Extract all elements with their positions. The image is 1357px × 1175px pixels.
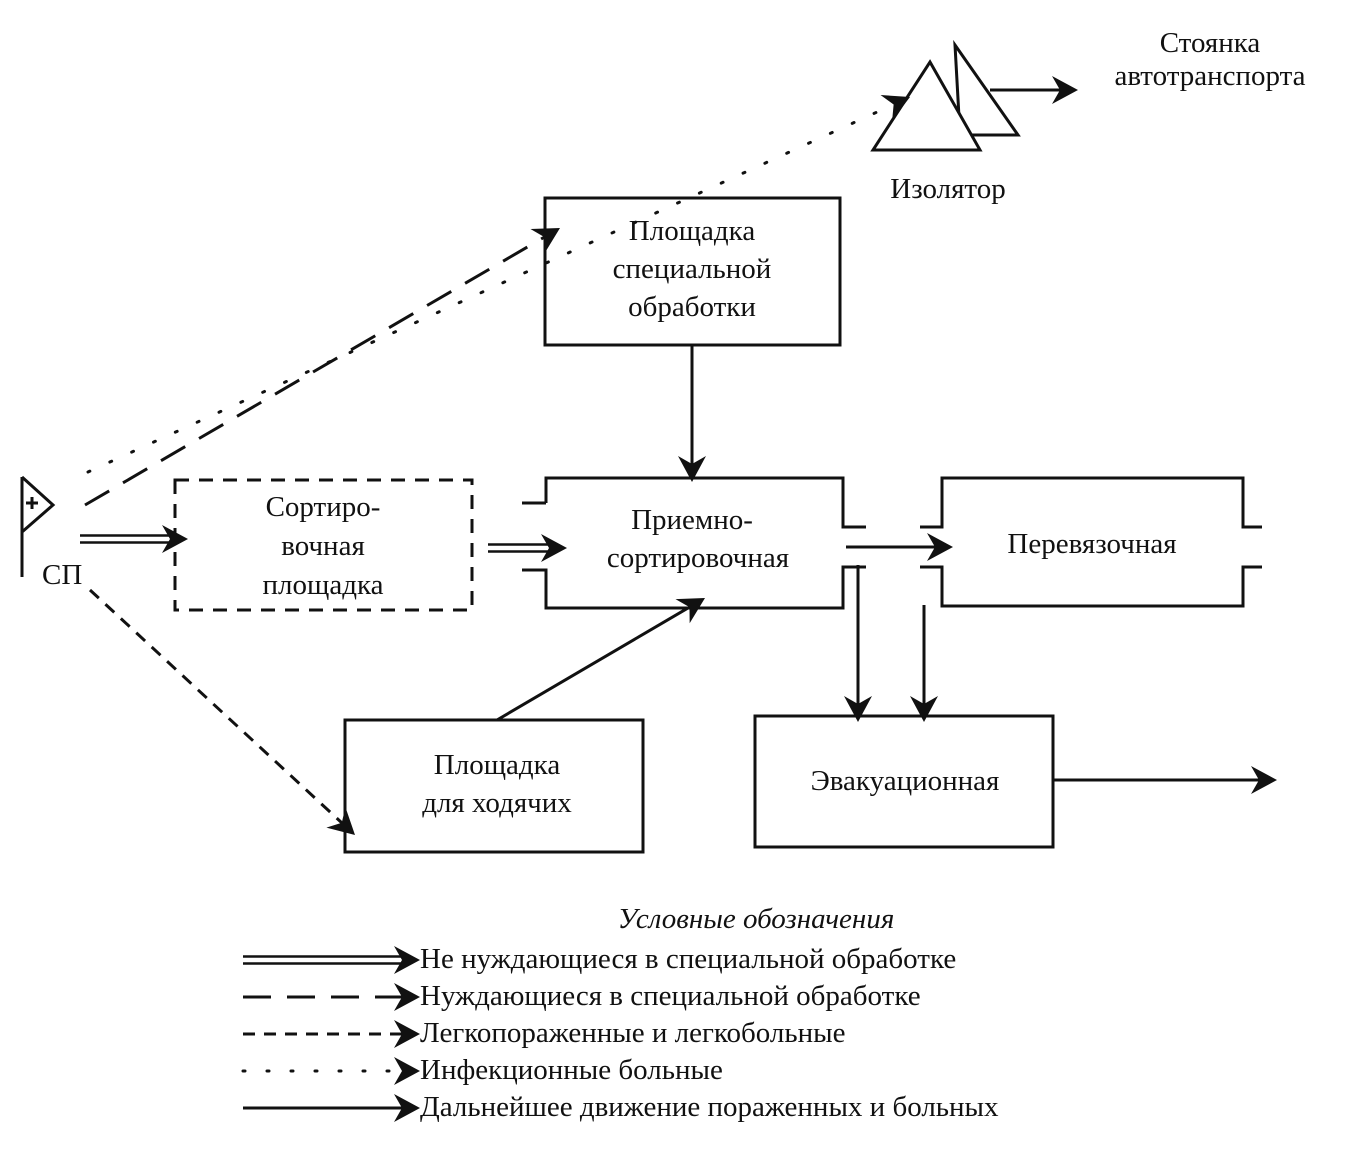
arrowhead-icon	[678, 456, 706, 482]
flow-arrows	[80, 76, 1277, 835]
arrow-walking-to-reception	[496, 598, 705, 722]
arrowhead-icon	[394, 946, 420, 974]
arrowhead-icon	[394, 1020, 420, 1048]
arrow-isolator-to-parking	[990, 76, 1078, 104]
arrowhead-icon	[927, 533, 953, 561]
legend-title: Условные обозначения	[618, 903, 895, 935]
legend: Условные обозначения Не нуждающиеся в сп…	[241, 903, 999, 1123]
sorting-area-line1: Сортиро-	[266, 491, 381, 523]
arrowhead-icon	[1052, 76, 1078, 104]
arrow-reception-to-dressing	[846, 533, 953, 561]
legend-item-label: Инфекционные больные	[420, 1054, 723, 1086]
arrow-sorting-to-reception	[488, 534, 567, 562]
arrowhead-icon	[394, 983, 420, 1011]
reception-sorting-box: Приемно- сортировочная	[522, 476, 866, 610]
parking-label-line2: автотранспорта	[1114, 60, 1305, 92]
arrowhead-icon	[541, 534, 567, 562]
arrow-post-to-special-treatment	[84, 228, 560, 507]
arrow-post-to-sorting-area	[80, 525, 188, 553]
evacuation-box: Эвакуационная	[753, 714, 1055, 849]
legend-line-short-dash	[243, 1020, 420, 1048]
arrowhead-icon	[675, 598, 705, 624]
reception-line2: сортировочная	[607, 542, 789, 574]
arrowhead-icon	[530, 228, 560, 254]
isolator-label: Изолятор	[890, 173, 1005, 205]
dressing-room-label: Перевязочная	[1007, 528, 1176, 560]
reception-line1: Приемно-	[631, 504, 753, 536]
arrow-special-to-reception	[678, 345, 706, 482]
legend-line-long-dash	[243, 983, 420, 1011]
evacuation-label: Эвакуационная	[811, 765, 1000, 797]
arrowhead-icon	[910, 696, 938, 722]
walking-area-box: Площадка для ходячих	[343, 718, 645, 854]
sorting-area-box: Сортиро- вочная площадка	[173, 478, 474, 612]
arrowhead-icon	[326, 807, 355, 835]
arrowhead-icon	[394, 1094, 420, 1122]
arrow-post-to-walking-area	[88, 588, 355, 835]
legend-item: Дальнейшее движение пораженных и больных	[243, 1091, 999, 1123]
legend-item: Нуждающиеся в специальной обработке	[243, 980, 921, 1012]
arrowhead-icon	[880, 95, 910, 121]
legend-line-solid	[243, 1094, 420, 1122]
walking-area-line1: Площадка	[434, 749, 561, 781]
arrowhead-icon	[844, 696, 872, 722]
legend-item-label: Легкопораженные и легкобольные	[420, 1017, 845, 1049]
arrow-evacuation-out	[1053, 766, 1277, 794]
legend-item: Инфекционные больные	[241, 1054, 723, 1086]
legend-item: Не нуждающиеся в специальной обработке	[243, 943, 956, 975]
arrow-post-to-isolator	[86, 95, 910, 474]
parking-label-line1: Стоянка	[1160, 27, 1261, 59]
special-treatment-box: Площадка специальной обработки	[543, 196, 842, 347]
arrowhead-icon	[162, 525, 188, 553]
legend-item-label: Нуждающиеся в специальной обработке	[420, 980, 921, 1012]
sanitary-post-label: СП	[42, 559, 82, 591]
arrowhead-icon	[394, 1057, 420, 1085]
sanitary-post-flag-icon	[20, 475, 56, 577]
legend-item-label: Не нуждающиеся в специальной обработке	[420, 943, 956, 975]
arrow-dressing-to-evacuation	[910, 605, 938, 722]
legend-item: Легкопораженные и легкобольные	[243, 1017, 845, 1049]
legend-item-label: Дальнейшее движение пораженных и больных	[420, 1091, 999, 1123]
sorting-area-line2: вочная	[281, 530, 365, 562]
legend-line-dotted	[241, 1057, 420, 1085]
special-treatment-line3: обработки	[628, 291, 756, 323]
sorting-area-line3: площадка	[263, 569, 384, 601]
arrow-reception-to-evacuation	[844, 565, 872, 722]
walking-area-line2: для ходячих	[422, 787, 572, 819]
special-treatment-line1: Площадка	[629, 215, 756, 247]
arrowhead-icon	[1251, 766, 1277, 794]
legend-line-double	[243, 946, 420, 974]
dressing-room-box: Перевязочная	[920, 476, 1262, 608]
special-treatment-line2: специальной	[613, 253, 772, 285]
